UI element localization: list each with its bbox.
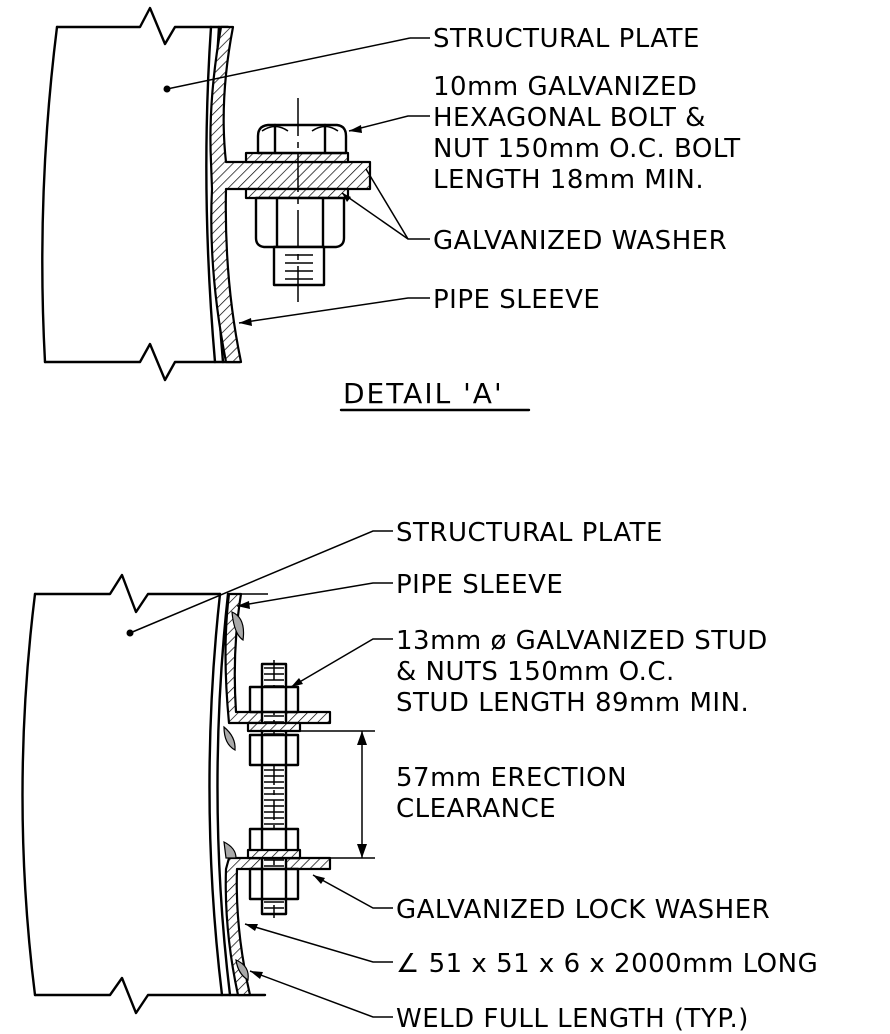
detail-b-stud-label-line-3: STUD LENGTH 89mm MIN. [396,688,749,718]
detail-b-structural-plate-label: STRUCTURAL PLATE [396,518,663,548]
detail-b-pipe-sleeve-label: PIPE SLEEVE [396,570,563,600]
detail-a-leaders [163,37,430,326]
detail-b-lock-washers [246,721,302,860]
detail-a-bolt-head [256,123,348,155]
detail-b-weld-label: WELD FULL LENGTH (TYP.) [396,1004,749,1034]
detail-a-structural-plate-label: STRUCTURAL PLATE [433,24,700,54]
detail-a-pipe-sleeve [209,25,372,364]
detail-b-pipe-sleeve-bottom [224,856,332,997]
detail-a-bolt-label-line-3: NUT 150mm O.C. BOLT [433,134,741,164]
detail-b-leaders [126,530,393,1018]
detail-b-stud-label-line-1: 13mm ø GALVANIZED STUD [396,626,768,656]
detail-b-stud-label-line-2: & NUTS 150mm O.C. [396,657,675,687]
detail-b-welds [223,611,249,981]
detail-b: STRUCTURAL PLATE PIPE SLEEVE 13mm ø GALV… [21,518,818,1034]
detail-b-clearance-label-line-1: 57mm ERECTION [396,763,627,793]
detail-b-lock-washer-label: GALVANIZED LOCK WASHER [396,895,770,925]
detail-b-clearance-label-line-2: CLEARANCE [396,794,556,824]
detail-a-washer-label: GALVANIZED WASHER [433,226,727,256]
detail-b-structural-plate [21,573,267,1015]
detail-a-bolt-label-line-4: LENGTH 18mm MIN. [433,165,704,195]
detail-a: STRUCTURAL PLATE 10mm GALVANIZED HEXAGON… [41,6,741,412]
detail-a-nut [254,196,346,249]
detail-a-title: DETAIL 'A' [343,377,504,410]
detail-a-bolt-label-line-1: 10mm GALVANIZED [433,72,697,102]
detail-a-structural-plate [41,6,242,382]
detail-b-clearance-dimension [300,730,375,859]
detail-a-bolt-label-line-2: HEXAGONAL BOLT & [433,103,706,133]
detail-b-angle-label: ∠ 51 x 51 x 6 x 2000mm LONG [396,949,818,979]
detail-a-pipe-sleeve-label: PIPE SLEEVE [433,285,600,315]
detail-a-bolt-shank [272,245,326,287]
